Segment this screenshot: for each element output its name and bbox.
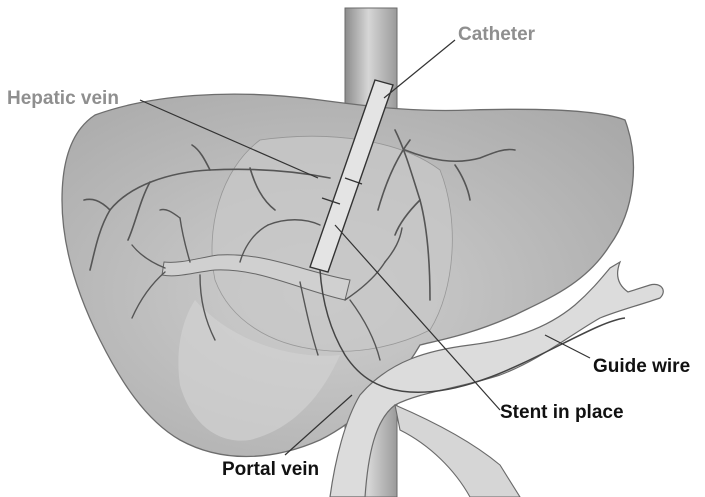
stent-label: Stent in place [500, 402, 624, 423]
hepatic-vein-label: Hepatic vein [7, 88, 119, 109]
portal-vein-label: Portal vein [222, 459, 319, 480]
catheter-label: Catheter [458, 24, 536, 45]
guide-wire-label: Guide wire [593, 356, 690, 377]
